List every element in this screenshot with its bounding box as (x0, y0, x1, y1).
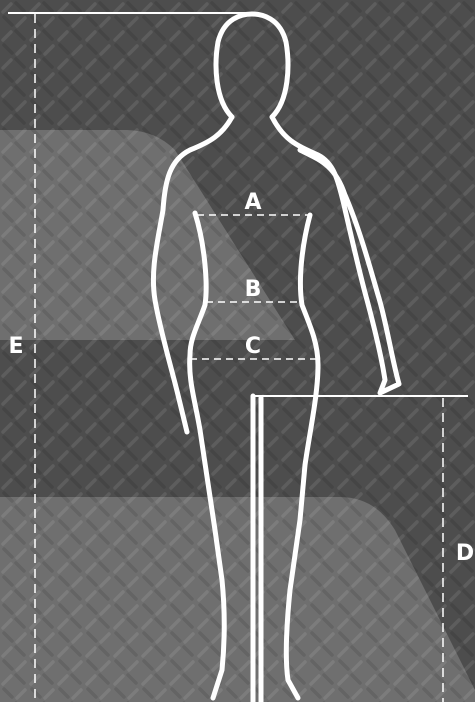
label-e: E (8, 334, 23, 359)
label-d: D (456, 541, 474, 566)
label-a: A (244, 190, 261, 215)
label-b: B (245, 277, 262, 302)
label-c: C (245, 334, 261, 359)
